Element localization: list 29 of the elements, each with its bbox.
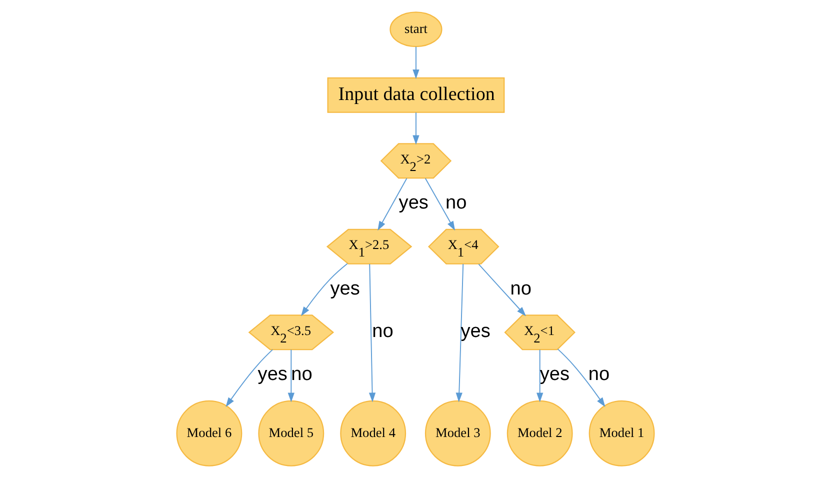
node-circle: Model 1 xyxy=(588,400,654,466)
arrow xyxy=(287,349,294,402)
node-circle: Model 6 xyxy=(176,400,242,466)
arrow xyxy=(424,178,455,231)
edge-label: yes xyxy=(330,278,360,300)
edge-label: no xyxy=(445,192,466,214)
node-ellipse: start xyxy=(389,12,442,48)
arrow xyxy=(300,263,348,316)
arrow xyxy=(412,112,419,145)
node-circle: Model 4 xyxy=(340,400,406,466)
edge-label: no xyxy=(372,321,393,342)
arrow xyxy=(225,349,272,408)
arrow xyxy=(478,264,526,316)
arrow xyxy=(377,178,407,231)
arrow xyxy=(556,348,605,408)
node-box: Input data collection xyxy=(326,77,504,113)
edge-label: yes xyxy=(398,192,428,214)
node-circle: Model 3 xyxy=(424,400,490,466)
arrow xyxy=(455,264,464,402)
edge-label: yes xyxy=(257,364,287,386)
edge-label: no xyxy=(290,364,312,386)
node-circle: Model 2 xyxy=(506,400,572,466)
arrow xyxy=(368,264,376,402)
edge-label: yes xyxy=(539,364,569,386)
edge-label: no xyxy=(510,278,531,300)
edge-label: no xyxy=(588,364,610,386)
arrow xyxy=(412,46,419,79)
node-circle: Model 5 xyxy=(258,400,324,466)
arrow xyxy=(536,349,543,402)
